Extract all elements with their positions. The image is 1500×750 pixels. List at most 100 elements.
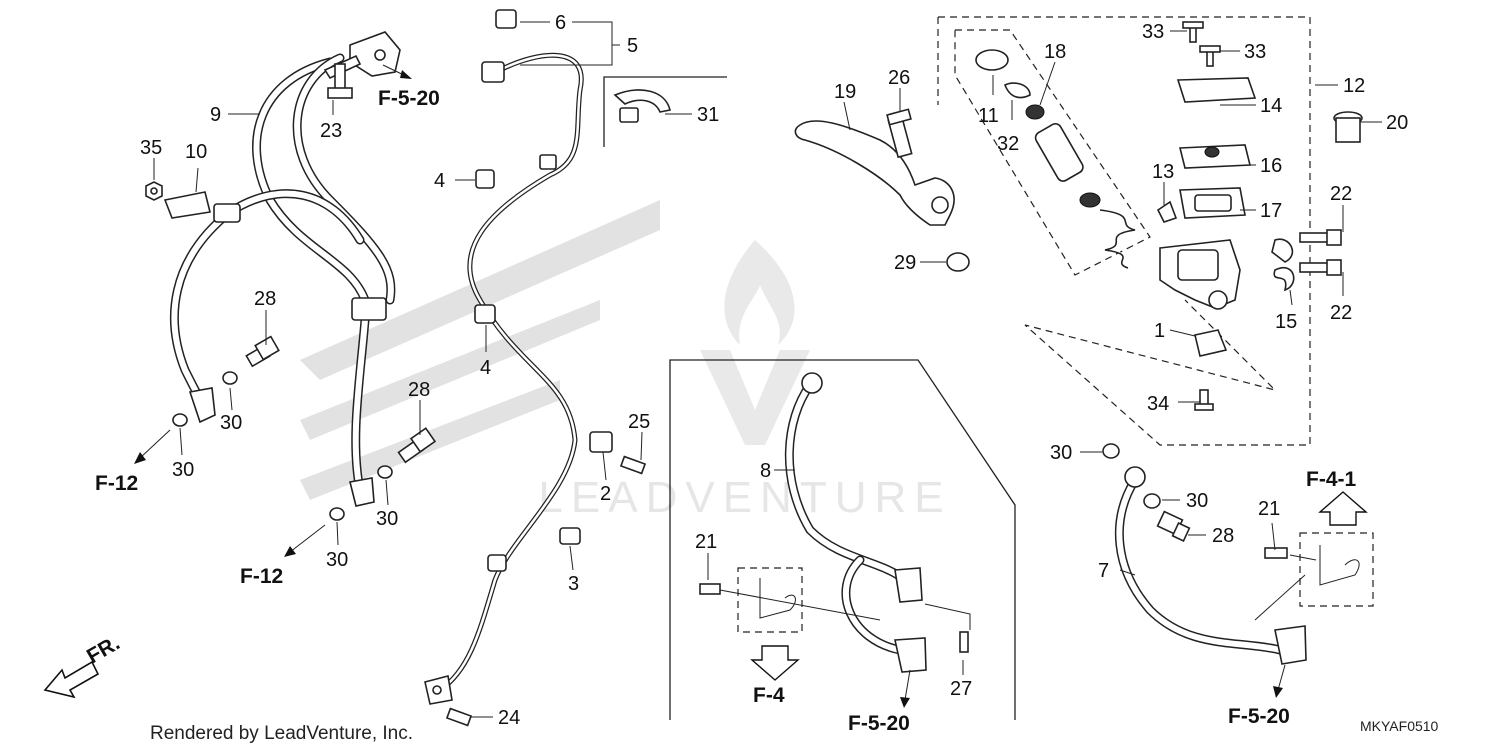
cap-20 [1333, 111, 1363, 143]
watermark-logo: LEADVENTURE [300, 200, 951, 522]
bolt-28-right [1156, 510, 1191, 542]
ref-f-12-upper: F-12 [95, 472, 138, 495]
leader-lines [153, 21, 1382, 718]
callout-13: 13 [1152, 161, 1174, 183]
ref-f-4-1: F-4-1 [1306, 468, 1356, 491]
screw-34 [1194, 389, 1214, 411]
switch-1 [1194, 329, 1228, 357]
callout-30-a: 30 [220, 412, 242, 434]
callout-9: 9 [210, 104, 221, 126]
nut-35 [145, 181, 163, 201]
bolt-27 [959, 631, 969, 653]
boot-29 [946, 252, 970, 272]
callout-28-c: 28 [1212, 525, 1234, 547]
brake-hose-8 [784, 372, 927, 673]
callout-4-b: 4 [480, 357, 491, 379]
section-references: F-5-20 F-12 F-12 F-4 F-5-20 F-5-20 F-4-1 [95, 87, 1356, 735]
callout-17: 17 [1260, 200, 1282, 222]
callout-32: 32 [997, 133, 1019, 155]
callout-8: 8 [760, 460, 771, 482]
callout-22-a: 22 [1330, 183, 1352, 205]
watermark-text: LEADVENTURE [538, 473, 951, 522]
callout-30-c: 30 [376, 508, 398, 530]
ref-arrow-up-icon [1318, 491, 1368, 526]
callout-30-f: 30 [1186, 490, 1208, 512]
callout-6: 6 [555, 12, 566, 34]
callout-3: 3 [568, 573, 579, 595]
fr-arrow-icon: FR. [43, 631, 124, 699]
diaphragm-17 [1179, 187, 1246, 219]
callout-10: 10 [185, 141, 207, 163]
callout-30-e: 30 [1050, 442, 1072, 464]
callout-33-b: 33 [1244, 41, 1266, 63]
callout-14: 14 [1260, 95, 1282, 117]
ref-f-12-lower: F-12 [240, 565, 283, 588]
piston-kit [975, 49, 1136, 269]
bolt-24 [445, 707, 473, 727]
callout-25: 25 [628, 411, 650, 433]
diagram-code: MKYAF0510 [1360, 718, 1439, 734]
ref-f-5-20-top: F-5-20 [378, 87, 440, 110]
reservoir-cap-14 [1176, 77, 1257, 103]
bolt-28-left-upper [245, 335, 280, 368]
brake-lever [794, 120, 955, 226]
callout-30-b: 30 [172, 459, 194, 481]
callout-28-a: 28 [254, 288, 276, 310]
screws-33 [1182, 21, 1221, 67]
callout-16: 16 [1260, 155, 1282, 177]
callout-7: 7 [1098, 560, 1109, 582]
bolt-25 [619, 455, 647, 475]
bolt-28-left-lower [397, 427, 437, 464]
clip-13 [1156, 200, 1178, 223]
ref-f-5-20-right: F-5-20 [1228, 705, 1290, 728]
callout-28-b: 28 [408, 379, 430, 401]
callout-18: 18 [1044, 41, 1066, 63]
footer-credit: Rendered by LeadVenture, Inc. [150, 723, 413, 744]
clamp-31 [613, 89, 671, 123]
pointer-arrows [134, 64, 1286, 708]
callout-26: 26 [888, 67, 910, 89]
callout-20: 20 [1386, 112, 1408, 134]
bolts-21 [699, 547, 1288, 595]
ref-arrow-down-icon [750, 645, 800, 681]
callout-2: 2 [600, 483, 611, 505]
wheel-speed-sensor-wire [424, 9, 613, 705]
frame-lines-center [603, 76, 1016, 720]
callout-4-a: 4 [434, 170, 445, 192]
callout-29: 29 [894, 252, 916, 274]
callout-12: 12 [1343, 75, 1365, 97]
bolts-22 [1299, 229, 1342, 276]
brake-hose-assembly-left [163, 31, 401, 507]
bracket-21-right-dashed [1299, 532, 1374, 607]
plate-16 [1178, 144, 1252, 169]
bracket-21-left-dashed [737, 567, 803, 633]
callout-30-d: 30 [326, 549, 348, 571]
washers-30-right [1102, 443, 1161, 509]
bolt-23 [327, 63, 353, 99]
ref-f-4: F-4 [753, 684, 785, 707]
callout-21-a: 21 [695, 531, 717, 553]
callouts: 6 5 9 23 35 10 28 28 30 30 30 30 4 4 25 … [140, 12, 1408, 729]
ref-f-5-20-center: F-5-20 [848, 712, 910, 735]
callout-1: 1 [1154, 320, 1165, 342]
pivot-bolt-26 [886, 108, 913, 159]
callout-34: 34 [1147, 393, 1169, 415]
callout-27: 27 [950, 678, 972, 700]
master-cylinder-body [1159, 239, 1241, 310]
callout-31: 31 [697, 104, 719, 126]
callout-33-a: 33 [1142, 21, 1164, 43]
callout-11: 11 [978, 105, 999, 127]
washers-30-left [172, 371, 393, 521]
callout-21-b: 21 [1258, 498, 1280, 520]
callout-19: 19 [834, 81, 856, 103]
master-cylinder-frame [937, 16, 1311, 446]
callout-22-b: 22 [1330, 302, 1352, 324]
callout-15: 15 [1275, 311, 1297, 333]
callout-23: 23 [320, 120, 342, 142]
callout-24: 24 [498, 707, 520, 729]
holder-15 [1271, 238, 1295, 292]
brake-hose-7 [1114, 466, 1307, 665]
callout-5: 5 [627, 35, 638, 57]
callout-35: 35 [140, 137, 162, 159]
